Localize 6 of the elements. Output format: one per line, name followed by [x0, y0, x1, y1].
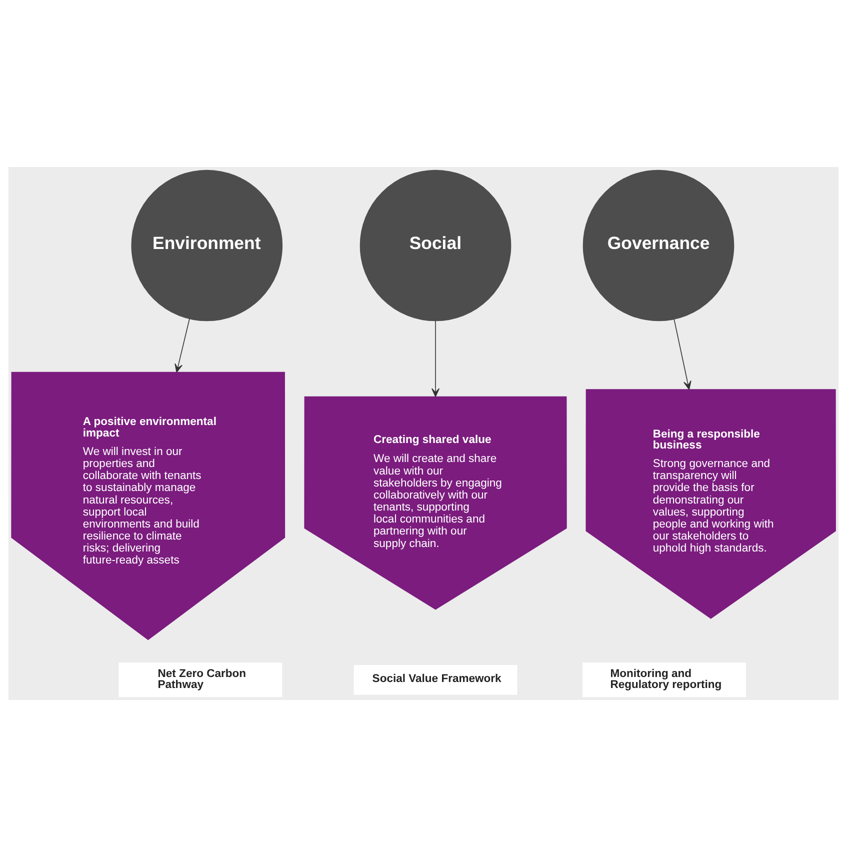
node-circle: Governance — [582, 170, 734, 322]
arrow — [674, 319, 692, 390]
node-circle: Social — [360, 170, 512, 322]
node-circle: Environment — [131, 170, 283, 322]
arrow — [174, 318, 190, 373]
arrow — [431, 320, 440, 398]
